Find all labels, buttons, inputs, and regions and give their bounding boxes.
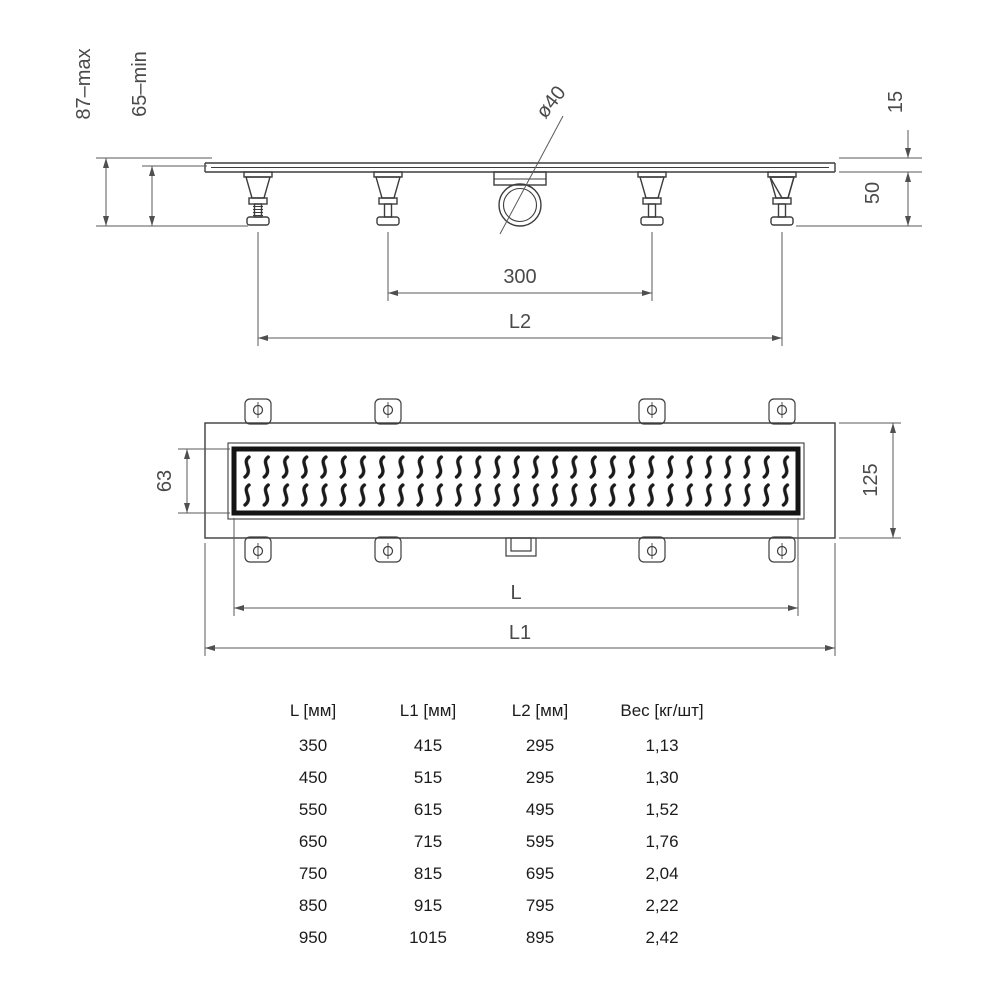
cell-l2: 795 — [525, 896, 555, 915]
grate-wave-pattern — [237, 452, 795, 510]
cell-l2: 295 — [525, 768, 555, 787]
cell-l2: 295 — [525, 736, 555, 755]
cell-weight: 2,22 — [645, 896, 679, 915]
table-row: 850 915 795 2,22 — [254, 890, 728, 922]
table-row: 450 515 295 1,30 — [254, 762, 728, 794]
grate-frame — [231, 446, 801, 516]
cell-weight: 1,52 — [645, 800, 679, 819]
support-leg — [373, 171, 403, 226]
cell-l1: 715 — [413, 832, 443, 851]
table-row: 350 415 295 1,13 — [254, 730, 728, 762]
cell-l2: 895 — [525, 928, 555, 947]
top-view-dimensions — [178, 422, 901, 656]
cell-l2: 695 — [525, 864, 555, 883]
col-header-weight: Вес [кг/шт] — [620, 701, 704, 720]
top-view-labels: 63 125 L L1 — [154, 463, 882, 644]
cell-weight: 1,13 — [645, 736, 679, 755]
support-leg — [767, 171, 797, 226]
support-leg — [243, 171, 273, 226]
dim-bracket-spacing-label: 300 — [503, 266, 536, 288]
dim-grate-width-label: 63 — [154, 470, 176, 492]
size-table: L [мм] L1 [мм] L2 [мм] Вес [кг/шт] 350 4… — [254, 692, 728, 954]
col-header-l2: L2 [мм] — [511, 701, 569, 720]
cell-l1: 915 — [413, 896, 443, 915]
cell-weight: 1,76 — [645, 832, 679, 851]
side-view-labels: 87–max 65–min ø40 15 50 300 L2 — [73, 48, 907, 333]
cell-l1: 515 — [413, 768, 443, 787]
dim-length-l-label: L — [510, 582, 521, 604]
cell-weight: 1,30 — [645, 768, 679, 787]
cell-l: 750 — [298, 864, 328, 883]
dim-flange-height-label: 15 — [885, 91, 907, 113]
dim-body-width-label: 125 — [860, 463, 882, 496]
top-view — [204, 398, 836, 563]
cell-l: 650 — [298, 832, 328, 851]
cell-l: 850 — [298, 896, 328, 915]
cell-l2: 595 — [525, 832, 555, 851]
table-row: 550 615 495 1,52 — [254, 794, 728, 826]
cell-l: 950 — [298, 928, 328, 947]
support-leg — [637, 171, 667, 226]
outlet-flange — [505, 537, 537, 557]
dim-height-max-label: 87–max — [73, 48, 95, 119]
cell-l1: 415 — [413, 736, 443, 755]
table-row: 950 1015 895 2,42 — [254, 922, 728, 954]
dim-height-min-label: 65–min — [129, 51, 151, 117]
flange-profile — [204, 162, 836, 173]
table-row: 750 815 695 2,04 — [254, 858, 728, 890]
technical-drawing: 87–max 65–min ø40 15 50 300 L2 — [73, 48, 922, 656]
side-view-dimensions — [96, 115, 922, 346]
cell-weight: 2,04 — [645, 864, 679, 883]
side-view — [204, 162, 836, 227]
cell-l1: 1015 — [409, 928, 447, 947]
cell-l: 350 — [298, 736, 328, 755]
mounting-tabs-top — [244, 398, 796, 425]
table-row: 650 715 595 1,76 — [254, 826, 728, 858]
mounting-tabs-bottom — [244, 536, 796, 563]
cell-weight: 2,42 — [645, 928, 679, 947]
dim-body-depth-label: 50 — [862, 182, 884, 204]
col-header-l1: L1 [мм] — [399, 701, 457, 720]
table-header-row: L [мм] L1 [мм] L2 [мм] Вес [кг/шт] — [254, 692, 728, 730]
dim-length-l2-label: L2 — [509, 311, 531, 333]
grate-seat — [227, 442, 805, 520]
cell-l2: 495 — [525, 800, 555, 819]
cell-l: 450 — [298, 768, 328, 787]
cell-l1: 815 — [413, 864, 443, 883]
col-header-l: L [мм] — [289, 701, 337, 720]
cell-l: 550 — [298, 800, 328, 819]
dim-length-l1-label: L1 — [509, 622, 531, 644]
cell-l1: 615 — [413, 800, 443, 819]
dim-outlet-diameter-label: ø40 — [532, 82, 571, 123]
outlet-trap — [493, 171, 547, 227]
